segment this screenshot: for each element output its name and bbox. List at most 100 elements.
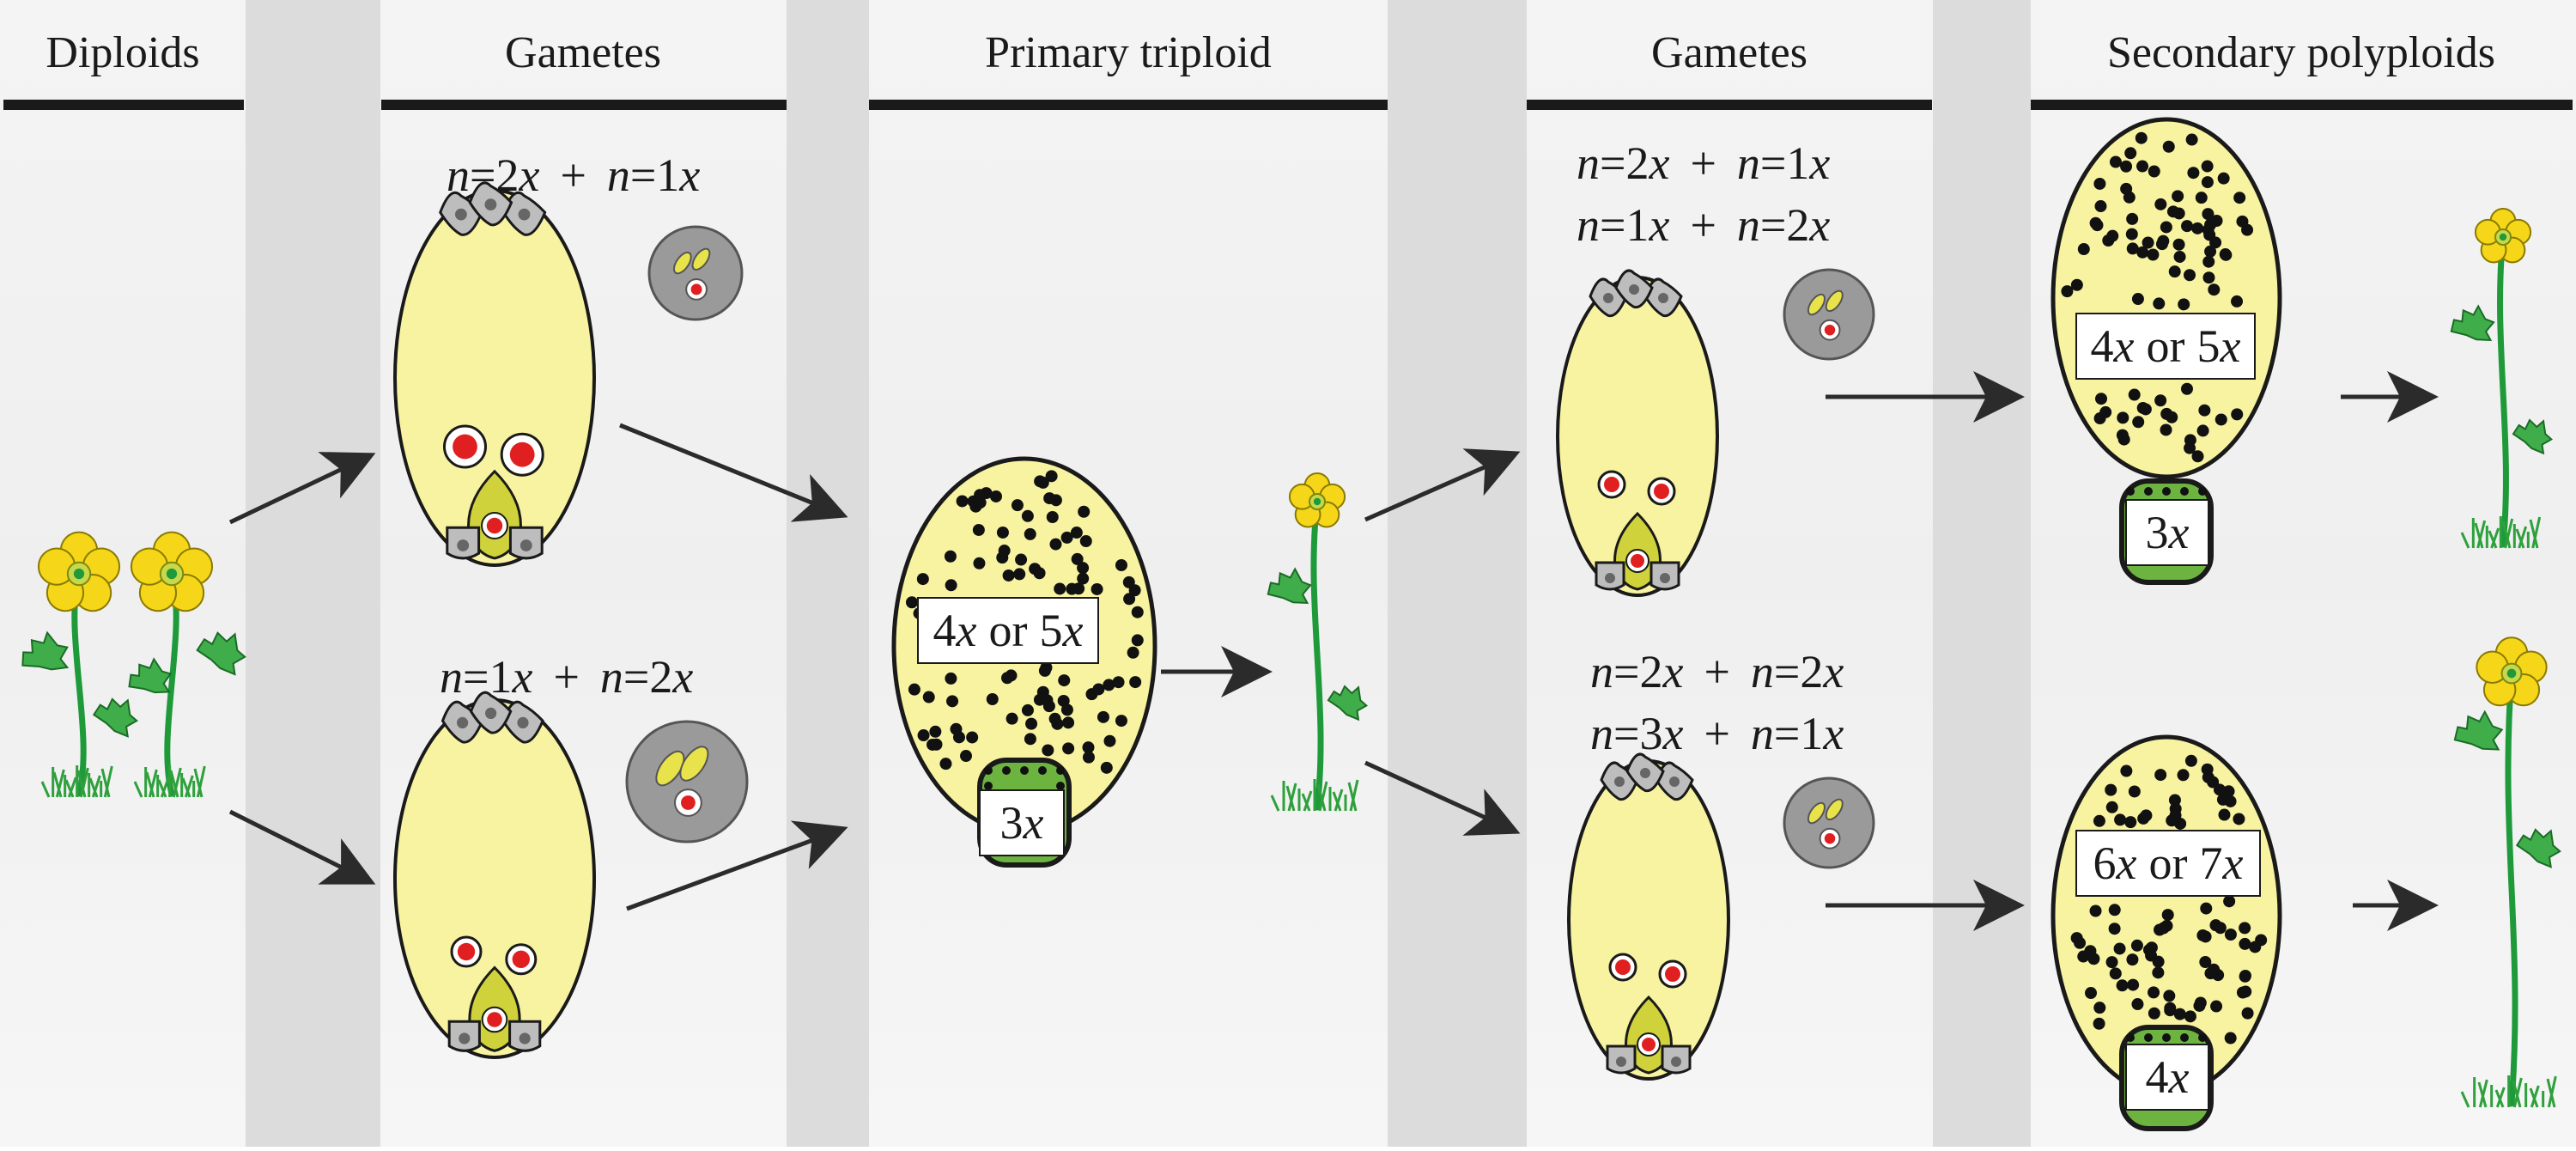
embryo-cell-dot (2180, 1033, 2189, 1042)
nucleus-dot (2148, 1007, 2160, 1020)
nucleus-dot (2201, 763, 2214, 776)
grass-blade (2477, 1081, 2488, 1108)
nucleus-dot (2172, 207, 2185, 220)
label-text: 3x (1000, 797, 1044, 849)
nucleus-dot (945, 672, 957, 685)
nucleus-dot (2093, 1002, 2106, 1014)
nucleus-dot (2172, 238, 2185, 251)
nucleus-dot (944, 550, 957, 563)
synergid-nucleus (519, 539, 532, 551)
label-part: x (2113, 320, 2135, 372)
nucleus-dot (2093, 177, 2106, 190)
arrow (228, 452, 376, 525)
grass-blade (40, 781, 51, 798)
nucleus-dot (1127, 646, 1139, 659)
grass-blade (2501, 521, 2512, 549)
nucleus-dot (2106, 229, 2119, 242)
nucleus-dot (2160, 423, 2172, 436)
nucleus-dot (1092, 683, 1105, 696)
nucleus-dot (2126, 953, 2139, 966)
label-box (2125, 499, 2209, 566)
nucleus-dot (2168, 794, 2181, 807)
label-part: x (2116, 837, 2137, 889)
sperm-cell (1807, 801, 1826, 825)
label-text: 4x (2146, 1051, 2190, 1103)
nucleus-dot (1011, 499, 1024, 512)
nucleus-dot (922, 691, 935, 703)
stem (1310, 498, 1324, 811)
header-rule (3, 100, 244, 110)
flower (2476, 636, 2548, 707)
nucleus-dot (2094, 200, 2107, 213)
illustrations (21, 117, 2561, 1131)
nucleus-dot (996, 526, 1009, 539)
nucleus-dot (2173, 1008, 2186, 1020)
nucleus-dot (1103, 734, 1116, 747)
nucleus-dot (2162, 140, 2175, 153)
nucleus-dot (2172, 190, 2184, 203)
nucleus-dot (2089, 216, 2102, 229)
nucleus-dot (2241, 1007, 2254, 1020)
seed-label-secondary-bottom-endo: 4x (2125, 1044, 2209, 1111)
grass-blade (2529, 519, 2539, 549)
leaf (128, 657, 173, 694)
nucleus-dot (2193, 999, 2206, 1012)
nucleus-dot (2070, 932, 2083, 945)
label-box (917, 597, 1099, 664)
flower-core (2499, 233, 2507, 241)
nucleus-dot (1070, 527, 1083, 539)
nucleus-dot (972, 523, 985, 536)
nucleus-dot (929, 725, 942, 738)
nucleus-dot (2169, 809, 2182, 822)
column-title-diploids: Diploids (46, 28, 199, 77)
nucleus-dot (2219, 248, 2232, 261)
nucleus-dot (2184, 1010, 2196, 1023)
egg-nucleus-core (1642, 1038, 1656, 1051)
grass-blade (1287, 783, 1297, 812)
stem (2497, 234, 2509, 548)
label-text: 3x (2146, 507, 2190, 558)
nucleus-dot (2154, 198, 2167, 210)
grass-blade (133, 781, 143, 798)
nucleus-dot (2157, 922, 2170, 935)
nucleus-dot (2155, 238, 2168, 251)
pollen-grain (625, 720, 749, 843)
nucleus-dot (2085, 987, 2098, 1000)
formula-gametes-right-bottom-1: n=2x+n=2x (1590, 646, 1844, 697)
nucleus-dot (1077, 572, 1090, 585)
vegetative-nucleus-core (1824, 832, 1836, 844)
nucleus-dot (1115, 559, 1127, 572)
nucleus-dot (1025, 717, 1038, 730)
embryo-sac (1567, 752, 1730, 1081)
column-title-gametes-right: Gametes (1651, 28, 1807, 77)
label-part: x (2219, 320, 2240, 372)
label-part: or (2149, 837, 2188, 889)
grass-blade (2512, 1080, 2522, 1108)
grass (1270, 779, 1359, 812)
polar-nucleus-core (457, 942, 476, 961)
leaf (92, 697, 138, 738)
nucleus-dot (2130, 939, 2143, 952)
nucleus-dot (2116, 429, 2129, 442)
endosperm-nuclei (2061, 131, 2254, 463)
grass (40, 765, 113, 798)
nucleus-dot (1054, 582, 1066, 595)
arrow (626, 820, 848, 911)
embryo-cell-dot (1020, 766, 1029, 775)
synergid-nucleus (519, 1032, 531, 1044)
column-title-secondary-polyploids: Secondary polyploids (2107, 28, 2495, 77)
grass-blade (100, 768, 111, 798)
flower-core (166, 568, 178, 580)
nucleus-dot (1097, 710, 1109, 723)
nucleus-dot (2117, 411, 2129, 424)
polar-nucleus-core (1615, 959, 1631, 975)
nucleus-dot (2136, 160, 2149, 173)
synergid-nucleus (459, 1032, 471, 1044)
nucleus-dot (2142, 236, 2154, 249)
leaf (2515, 828, 2561, 868)
nucleus-dot (2084, 945, 2097, 958)
